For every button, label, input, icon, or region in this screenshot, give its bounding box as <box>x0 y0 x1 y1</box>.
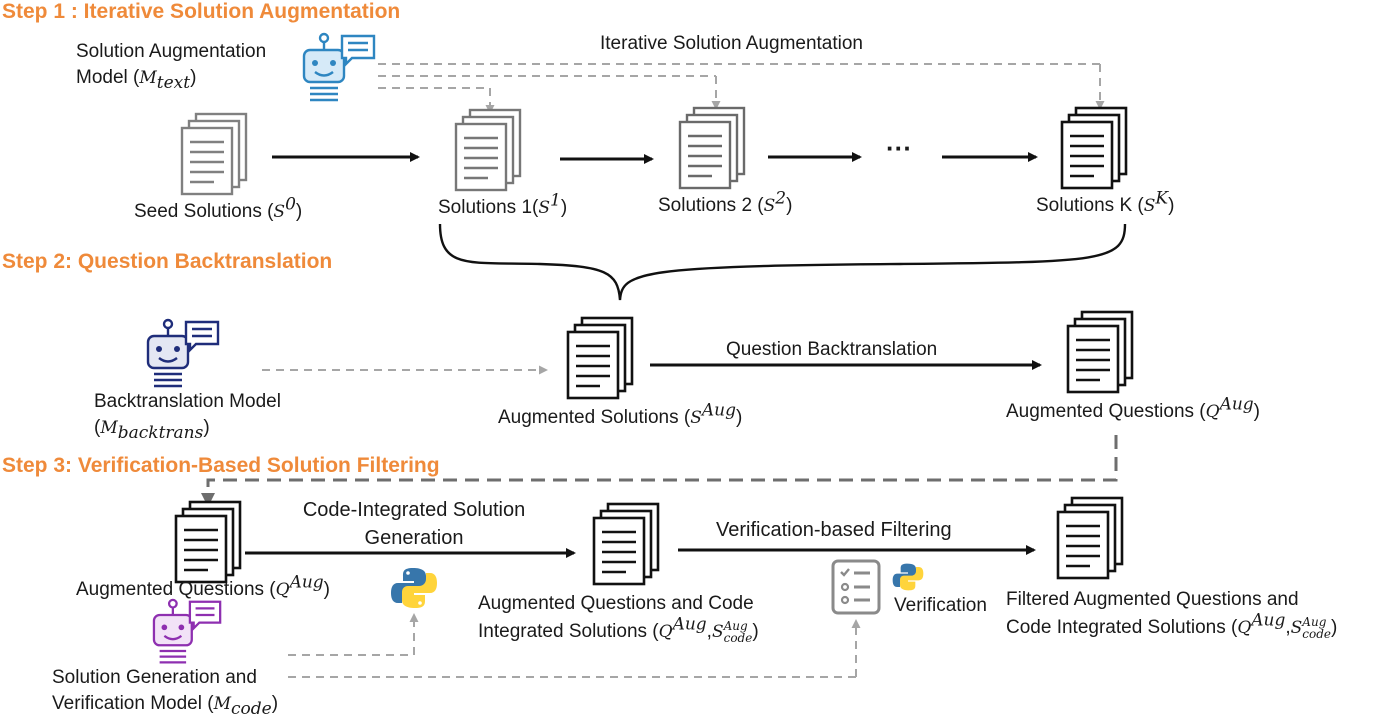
document-stack-icon <box>1066 310 1134 394</box>
code-generation-label-line2: Generation <box>364 527 464 549</box>
document-stack-icon <box>592 502 660 586</box>
step3-heading: Step 3: Verification-Based Solution Filt… <box>2 454 440 477</box>
checklist-icon <box>831 559 881 615</box>
solutions-k-label: Solutions K (SK) <box>1036 188 1175 216</box>
python-icon <box>391 568 437 608</box>
document-stack-icon <box>1060 106 1128 190</box>
code-generation-label-line1: Code-Integrated Solution <box>302 499 526 521</box>
augmented-solutions-label: Augmented Solutions (SAug) <box>498 400 743 428</box>
dashed-step2-to-step3 <box>201 435 1118 507</box>
document-stack-icon <box>180 112 248 196</box>
iterative-loop-label: Iterative Solution Augmentation <box>600 33 864 54</box>
robot-icon <box>152 598 222 664</box>
python-icon <box>892 563 924 591</box>
document-stack-icon <box>566 316 634 400</box>
robot-icon <box>302 32 376 102</box>
solutions-2-label: Solutions 2 (S2) <box>658 188 793 216</box>
step1-heading: Step 1 : Iterative Solution Augmentation <box>2 0 401 23</box>
document-stack-icon <box>174 500 242 584</box>
code-model-label-line1: Solution Generation and <box>52 667 257 688</box>
document-stack-icon <box>1056 496 1124 580</box>
augmented-questions-label: Augmented Questions (QAug) <box>1006 394 1260 422</box>
final-label-line1: Filtered Augmented Questions and <box>1006 589 1299 610</box>
merge-brace <box>438 223 1127 301</box>
verification-filtering-label: Verification-based Filtering <box>716 519 952 541</box>
backtrans-model-math: (Mbacktrans) <box>94 417 210 443</box>
dashed-code-model-lines <box>288 613 861 678</box>
document-stack-icon <box>678 106 746 190</box>
document-stack-icon <box>454 108 522 192</box>
verification-label: Verification <box>894 595 987 616</box>
aug-model-label-line2: Model (Mtext) <box>76 67 197 93</box>
ellipsis: ··· <box>886 133 912 163</box>
aug-model-label-line1: Solution Augmentation <box>76 41 267 62</box>
solutions-1-label: Solutions 1(S1) <box>438 190 568 218</box>
question-backtranslation-label: Question Backtranslation <box>726 339 938 360</box>
code-solutions-label-line1: Augmented Questions and Code <box>478 593 754 614</box>
robot-icon <box>146 318 220 388</box>
step2-heading: Step 2: Question Backtranslation <box>2 250 333 273</box>
step3-augmented-questions-label: Augmented Questions (QAug) <box>76 572 330 600</box>
code-model-label-line2: Verification Model (Mcode) <box>52 693 279 719</box>
backtrans-model-label: Backtranslation Model <box>94 391 281 412</box>
seed-solutions-label: Seed Solutions (S0) <box>134 194 303 222</box>
dashed-model-lines <box>378 63 1105 114</box>
